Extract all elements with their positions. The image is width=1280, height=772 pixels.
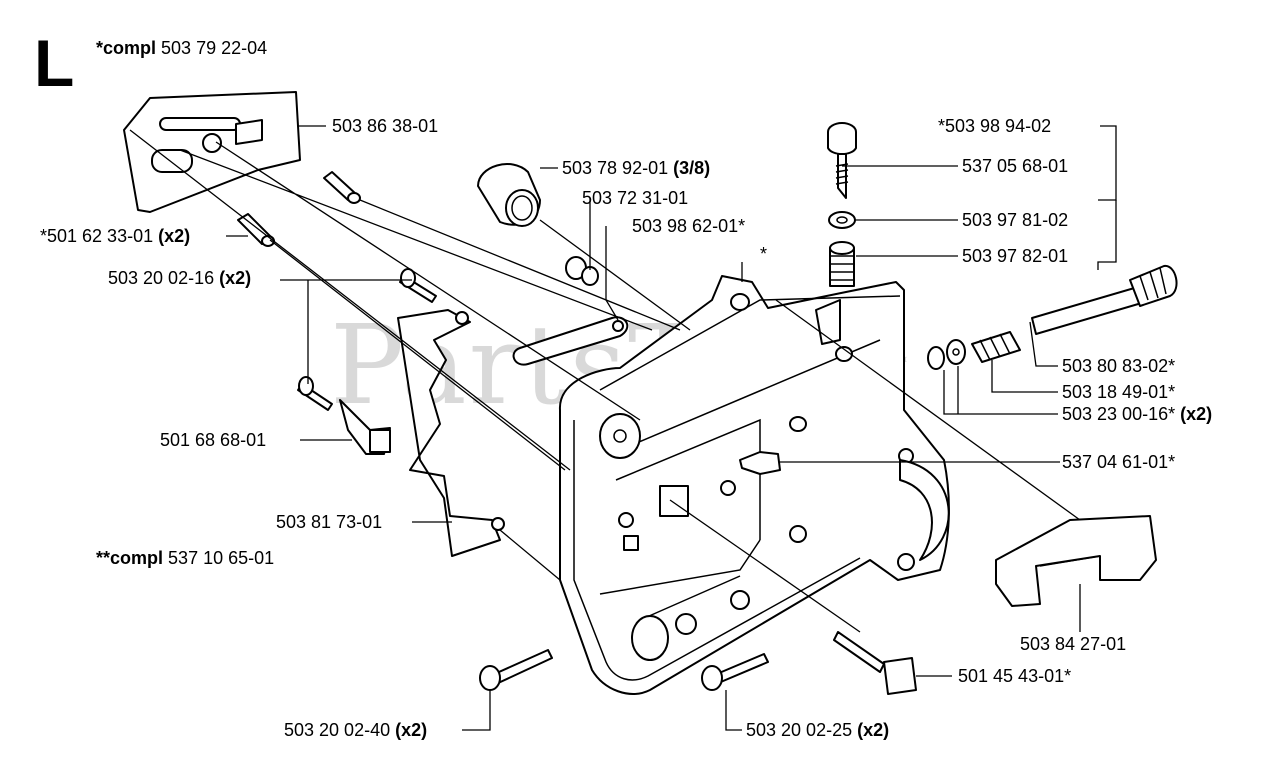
assembly-number: 503 79 22-04: [161, 38, 268, 58]
callout[interactable]: 503 20 02-40 (x2): [284, 720, 427, 740]
link-bar[interactable]: [512, 316, 629, 366]
part-suffix: (x2): [395, 720, 428, 740]
callout[interactable]: 503 80 83-02*: [1062, 356, 1175, 376]
chain-guide-block[interactable]: [995, 515, 1157, 607]
callout[interactable]: 503 23 00-16* (x2): [1062, 404, 1212, 424]
part-number: *501 62 33-01: [40, 226, 154, 246]
part-number: 501 68 68-01: [160, 430, 267, 450]
part-suffix: (x2): [158, 226, 191, 246]
part-number: 503 81 73-01: [276, 512, 383, 532]
callout[interactable]: *503 98 94-02: [938, 116, 1051, 136]
callout[interactable]: *: [760, 244, 767, 264]
part-number: 503 86 38-01: [332, 116, 439, 136]
callout[interactable]: *501 62 33-01 (x2): [40, 226, 190, 246]
assembly-label-main: *compl 503 79 22-04: [96, 38, 267, 58]
screw[interactable]: [297, 268, 437, 411]
part-number: 503 20 02-25: [746, 720, 853, 740]
part-number: 503 20 02-16: [108, 268, 215, 288]
part-suffix: (x2): [1180, 404, 1213, 424]
part-number: *: [760, 244, 768, 264]
adjust-pin[interactable]: [739, 451, 781, 475]
washer[interactable]: [828, 211, 856, 229]
spacer-sleeve[interactable]: [237, 171, 361, 247]
part-number: 503 97 82-01: [962, 246, 1069, 266]
spring-tension[interactable]: [971, 331, 1021, 363]
assembly-prefix: *compl: [96, 38, 157, 58]
leader-lines: [129, 125, 1117, 731]
callout[interactable]: 503 97 82-01: [962, 246, 1068, 266]
callout[interactable]: 503 97 81-02: [962, 210, 1068, 230]
assembly-prefix: **compl: [96, 548, 164, 568]
part-suffix: (x2): [219, 268, 252, 288]
part-number: 503 18 49-01*: [1062, 382, 1176, 402]
section-letter: L: [34, 26, 75, 100]
callout[interactable]: 503 20 02-16 (x2): [108, 268, 251, 288]
callout[interactable]: 537 04 61-01*: [1062, 452, 1175, 472]
part-number: 503 23 00-16*: [1062, 404, 1176, 424]
callout[interactable]: 503 72 31-01: [582, 188, 688, 208]
callout[interactable]: 501 68 68-01: [160, 430, 266, 450]
part-number: 503 72 31-01: [582, 188, 689, 208]
callout[interactable]: 537 05 68-01: [962, 156, 1068, 176]
chain-catcher[interactable]: [339, 399, 391, 455]
part-number: 503 98 62-01*: [632, 216, 746, 236]
adjuster-screw[interactable]: [827, 122, 857, 199]
clutch-cover[interactable]: [558, 275, 950, 695]
callout[interactable]: 503 86 38-01: [332, 116, 438, 136]
part-suffix: (x2): [857, 720, 890, 740]
assembly-label-sub: **compl 537 10 65-01: [96, 548, 274, 568]
pin[interactable]: [565, 256, 599, 286]
callout[interactable]: 501 45 43-01*: [958, 666, 1071, 686]
bolt-with-plate[interactable]: [833, 631, 917, 695]
part-number: 503 78 92-01: [562, 158, 669, 178]
part-number: *503 98 94-02: [938, 116, 1052, 136]
callout[interactable]: 503 20 02-25 (x2): [746, 720, 889, 740]
cover-plate[interactable]: [397, 309, 505, 557]
part-suffix: (3/8): [673, 158, 711, 178]
plug[interactable]: [477, 163, 541, 227]
assembly-number: 537 10 65-01: [168, 548, 275, 568]
tensioner-rod[interactable]: [1031, 265, 1178, 335]
part-number: 537 04 61-01*: [1062, 452, 1176, 472]
callout[interactable]: 503 84 27-01: [1020, 634, 1126, 654]
part-number: 503 20 02-40: [284, 720, 391, 740]
part-number: 503 97 81-02: [962, 210, 1069, 230]
part-number: 501 45 43-01*: [958, 666, 1072, 686]
spring[interactable]: [829, 241, 855, 287]
callout[interactable]: 503 18 49-01*: [1062, 382, 1175, 402]
bolt-long[interactable]: [479, 649, 769, 691]
washer-pair[interactable]: [927, 339, 966, 370]
part-number: 537 05 68-01: [962, 156, 1069, 176]
part-number: 503 84 27-01: [1020, 634, 1127, 654]
callout[interactable]: 503 81 73-01: [276, 512, 382, 532]
callout[interactable]: 503 78 92-01 (3/8): [562, 158, 710, 178]
part-number: 503 80 83-02*: [1062, 356, 1176, 376]
callout[interactable]: 503 98 62-01*: [632, 216, 745, 236]
